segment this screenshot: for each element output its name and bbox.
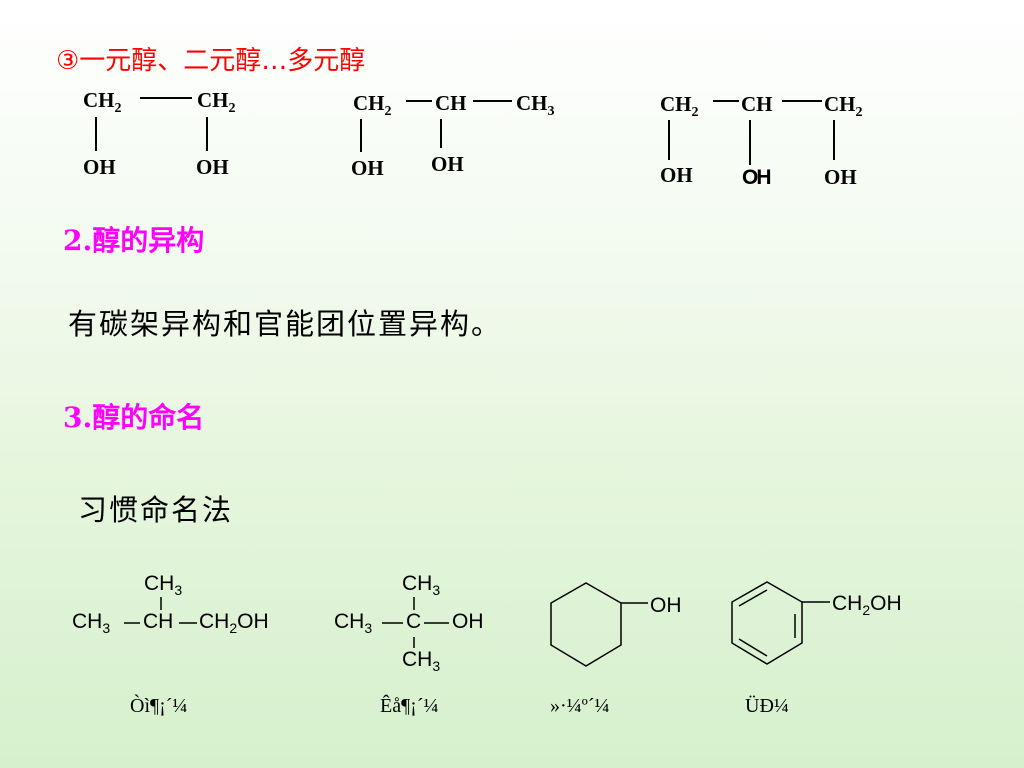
ring-benzene <box>731 581 803 665</box>
benzene-inner-bond-3 <box>738 638 768 657</box>
ring-cyclohexane <box>550 582 622 667</box>
tbutanol-c: C <box>406 610 422 633</box>
propanediol-oh-2: OH <box>431 152 464 176</box>
tbutanol-oh: OH <box>452 610 484 633</box>
subheading-common-names: 习惯命名法 <box>78 493 234 527</box>
glycerol-oh-2: OH <box>742 166 771 189</box>
glycerol-oh-1: OH <box>660 163 693 187</box>
isobutanol-ch3-top: CH3 <box>144 572 183 598</box>
propanediol-oh-1: OH <box>351 156 384 180</box>
propanediol-ch3: CH3 <box>516 91 555 119</box>
benzene-inner-bond-1 <box>738 589 768 607</box>
propanediol-ch2: CH2 <box>353 91 392 119</box>
heading-nomenclature: 3.醇的命名 <box>63 401 205 434</box>
isobutanol-ch3-left: CH3 <box>72 610 111 636</box>
label-cyclohexanol: »·¼º´¼ <box>550 695 610 717</box>
label-isobutanol: Òì¶¡´¼ <box>130 695 188 717</box>
glycol-ch2-left: CH2 <box>83 88 122 116</box>
label-tbutanol: Êå¶¡´¼ <box>380 695 439 717</box>
propanediol-ch: CH <box>435 91 467 115</box>
glycol-oh-left: OH <box>83 155 116 179</box>
glycerol-ch: CH <box>741 92 773 116</box>
glycerol-ch2-right: CH2 <box>824 92 863 120</box>
label-benzyl-alcohol: ÜÐ¼ <box>745 695 789 717</box>
heading-isomerism: 2.醇的异构 <box>63 224 205 257</box>
glycol-oh-right: OH <box>196 155 229 179</box>
glycol-ch2-right: CH2 <box>197 88 236 116</box>
tbutanol-ch3-top: CH3 <box>402 572 441 598</box>
section-title: ③一元醇、二元醇…多元醇 <box>56 46 366 76</box>
glycerol-ch2-left: CH2 <box>660 92 699 120</box>
tbutanol-ch3-left: CH3 <box>334 610 373 636</box>
benzyl-ch2oh: CH2OH <box>832 592 902 618</box>
glycerol-oh-3: OH <box>824 165 857 189</box>
isobutanol-ch: CH <box>143 610 174 633</box>
isomerism-description: 有碳架异构和官能团位置异构。 <box>68 307 503 341</box>
cyclohexanol-oh: OH <box>650 594 682 617</box>
tbutanol-ch3-bottom: CH3 <box>402 648 441 674</box>
isobutanol-ch2oh: CH2OH <box>199 610 269 636</box>
